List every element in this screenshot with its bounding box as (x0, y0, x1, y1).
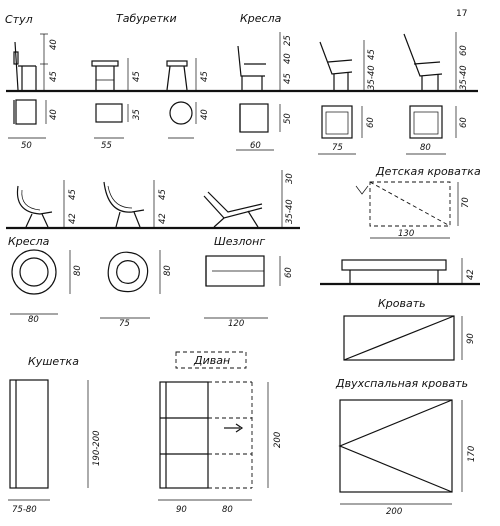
dim-chair-back: 40 (49, 39, 59, 50)
armchair1-plan (239, 103, 269, 133)
dim-armchair1-total: 40 (283, 53, 293, 64)
dim-armchair1-seat-h: 45 (283, 73, 293, 84)
dim-shell1-plan-w: 80 (28, 315, 39, 325)
dim-armchair3-plan-w: 80 (420, 143, 431, 153)
dim-chair-plan-depth: 40 (49, 109, 59, 120)
bed-plan (343, 315, 455, 361)
armchair3-plan (409, 105, 443, 139)
dim-stool2-plan-d: 40 (200, 109, 210, 120)
title-stools: Табуретки (116, 12, 177, 25)
shell-chair1-elevation (16, 185, 53, 228)
dim-chaise-seat-h: 35-40 (285, 199, 295, 224)
dim-double-bed-d: 170 (467, 446, 477, 462)
title-double-bed: Двухспальная кровать (335, 377, 468, 390)
armchair3-elevation (403, 33, 443, 90)
dim-armchair2-plan-w: 75 (332, 143, 343, 153)
dim-couch-w: 75-80 (12, 505, 37, 515)
dim-shell2-seat-h: 42 (158, 213, 168, 224)
title-chair: Стул (5, 13, 33, 26)
dim-stool1-plan-w: 55 (101, 141, 112, 151)
double-bed-plan (338, 399, 453, 493)
dim-crib-d: 70 (461, 197, 471, 208)
dim-shell1-seat-h: 42 (68, 213, 78, 224)
dim-chair-plan-w: 50 (21, 141, 32, 151)
dim-shell2-back: 45 (158, 189, 168, 200)
dim-armchair3-seat-h: 35-40 (459, 65, 469, 90)
stool2-elevation (166, 60, 188, 91)
dim-shell2-plan-d: 80 (163, 265, 173, 276)
shell-chair2-plan (107, 251, 149, 293)
dim-crib-h: 42 (466, 269, 476, 280)
dim-sofa-w2: 80 (222, 505, 233, 515)
dim-armchair2-back: 45 (367, 49, 377, 60)
stool1-plan (95, 103, 123, 123)
dim-crib-w: 130 (398, 229, 414, 239)
dim-chaise-plan-w: 120 (228, 319, 244, 329)
dim-shell2-plan-w: 75 (119, 319, 130, 329)
dim-armchair3-back: 60 (459, 45, 469, 56)
dim-bed-d: 90 (466, 333, 476, 344)
dim-armchair1-plan-d: 50 (283, 113, 293, 124)
stool1-elevation (91, 60, 119, 90)
title-sofa: Диван (193, 354, 230, 367)
title-bed: Кровать (378, 297, 426, 310)
dim-armchair2-plan-d: 60 (366, 117, 376, 128)
sofa-plan (159, 381, 253, 489)
title-armchairs-top: Кресла (240, 12, 282, 25)
dim-armchair3-plan-d: 60 (459, 117, 469, 128)
dim-stool2-h: 45 (200, 71, 210, 82)
title-crib: Детская кроватка (375, 165, 481, 178)
chaise-elevation (203, 191, 263, 228)
crib-plan (355, 181, 451, 227)
dim-sofa-len: 200 (273, 432, 283, 448)
shell-chair1-plan (11, 249, 57, 295)
page-number: 17 (456, 9, 467, 19)
shell-chair2-elevation (103, 181, 145, 228)
crib-elevation (341, 259, 447, 283)
dim-shell1-back: 45 (68, 189, 78, 200)
chaise-plan (205, 255, 265, 287)
title-armchairs-bottom: Кресла (8, 235, 50, 248)
dim-armchair1-back: 25 (283, 35, 293, 46)
title-chaise: Шезлонг (214, 235, 265, 248)
stool2-plan (169, 101, 193, 125)
chair-plan (13, 99, 37, 125)
dim-chaise-back: 30 (285, 173, 295, 184)
sofa-title-frame (175, 351, 247, 369)
dim-double-bed-w: 200 (386, 507, 402, 517)
chair-elevation (13, 41, 37, 91)
dim-shell1-plan-d: 80 (73, 265, 83, 276)
dim-couch-len: 190-200 (92, 430, 102, 466)
armchair2-plan (321, 105, 353, 139)
armchair2-elevation (319, 41, 353, 90)
dim-stool1-h: 45 (132, 71, 142, 82)
title-couch: Кушетка (28, 355, 79, 368)
dim-stool1-plan-d: 35 (132, 109, 142, 120)
armchair1-elevation (237, 45, 266, 90)
dim-sofa-w1: 90 (176, 505, 187, 515)
dim-chaise-plan-d: 60 (284, 267, 294, 278)
dim-armchair2-seat-h: 35-40 (367, 65, 377, 90)
couch-plan (9, 379, 49, 489)
dim-armchair1-plan-w: 60 (250, 141, 261, 151)
dim-chair-seat-h: 45 (49, 71, 59, 82)
